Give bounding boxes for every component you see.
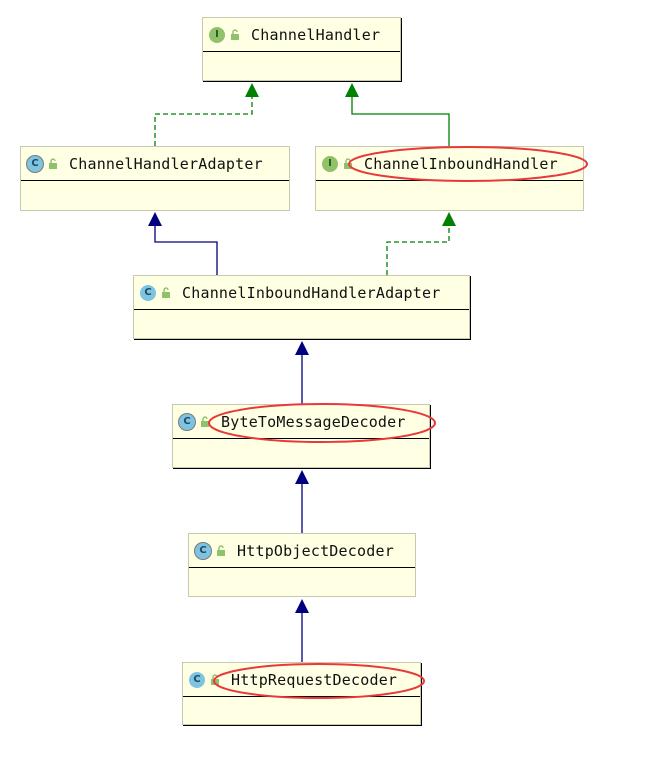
arrowhead-implements [245, 83, 259, 97]
public-lock-icon [49, 157, 57, 169]
class-name: ByteToMessageDecoder [221, 412, 406, 431]
public-lock-icon [231, 28, 239, 40]
edge-extends-handler-adapter [154, 225, 218, 275]
arrowhead-extends [295, 470, 309, 484]
edge-layer [148, 83, 456, 662]
class-name: ChannelHandler [251, 25, 381, 44]
abstract-class-icon: C [27, 155, 43, 172]
class-name: HttpObjectDecoder [237, 541, 394, 560]
public-lock-icon [217, 544, 225, 556]
public-lock-icon [211, 673, 219, 685]
abstract-class-icon: C [195, 542, 211, 559]
class-icon: C [189, 671, 205, 688]
edge-implements-inbound-handler [386, 225, 450, 275]
arrowhead-interface-extends [345, 83, 359, 97]
public-lock-icon [344, 157, 352, 169]
arrowhead-extends [295, 599, 309, 613]
class-name: ChannelInboundHandlerAdapter [182, 283, 441, 302]
class-icon: C [140, 284, 156, 301]
arrowhead-extends [295, 341, 309, 355]
class-node-http-object-decoder[interactable]: C HttpObjectDecoder [188, 533, 416, 597]
class-name: ChannelInboundHandler [364, 154, 558, 173]
interface-icon: I [322, 155, 338, 172]
public-lock-icon [162, 286, 170, 298]
class-node-channel-inbound-handler-adapter[interactable]: C ChannelInboundHandlerAdapter [133, 275, 470, 339]
arrowhead-implements [442, 212, 456, 226]
public-lock-icon [201, 415, 209, 427]
interface-icon: I [209, 26, 225, 43]
class-node-byte-to-message-decoder[interactable]: C ByteToMessageDecoder [172, 404, 430, 468]
class-node-channel-handler[interactable]: I ChannelHandler [202, 17, 401, 81]
edge-implements-handler-adapter [154, 96, 253, 146]
arrowhead-extends [148, 212, 162, 226]
class-node-channel-handler-adapter[interactable]: C ChannelHandlerAdapter [20, 146, 290, 211]
edge-extends-inbound-handler [351, 96, 450, 146]
abstract-class-icon: C [179, 413, 195, 430]
class-node-http-request-decoder[interactable]: C HttpRequestDecoder [182, 662, 421, 725]
class-node-channel-inbound-handler[interactable]: I ChannelInboundHandler [315, 146, 584, 211]
class-name: ChannelHandlerAdapter [69, 154, 263, 173]
class-name: HttpRequestDecoder [231, 670, 398, 689]
